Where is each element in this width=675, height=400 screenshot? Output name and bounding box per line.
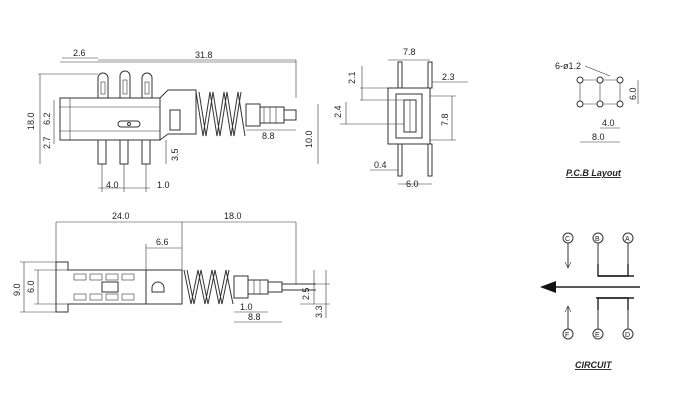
- pcb-dim-8-0: 8.0: [592, 132, 605, 142]
- side-dim-9-0: 9.0: [12, 283, 22, 296]
- side-dim-6-6: 6.6: [156, 237, 169, 247]
- pcb-dim-4-0: 4.0: [602, 118, 615, 128]
- side-dim-2-5: 2.5: [301, 287, 311, 300]
- end-view: 7.8 2.1 2.3 2.4 7.8 0.4 6.0: [333, 47, 468, 189]
- dim-2-3: 2.3: [442, 72, 455, 82]
- side-dim-24-0: 24.0: [112, 211, 130, 221]
- dim-2-4: 2.4: [333, 105, 343, 118]
- dim-4-0-top: 4.0: [106, 180, 119, 190]
- dim-2-6: 2.6: [73, 48, 86, 58]
- side-dim-6-0: 6.0: [26, 280, 36, 293]
- dim-10-0: 10.0: [304, 130, 314, 148]
- dim-6-0-end: 6.0: [406, 179, 419, 189]
- side-dim-8-8: 8.8: [248, 312, 261, 322]
- dim-18-0: 18.0: [26, 112, 36, 130]
- dim-2-7: 2.7: [42, 136, 52, 149]
- pcb-layout-title: P.C.B Layout: [566, 168, 622, 178]
- terminal-b-label: B: [595, 236, 600, 243]
- terminal-c-label: C: [565, 236, 570, 243]
- dim-7-8-top: 7.8: [403, 47, 416, 57]
- side-dim-3-3: 3.3: [314, 305, 324, 318]
- side-dim-18-0: 18.0: [224, 211, 242, 221]
- terminal-a-label: A: [625, 236, 630, 243]
- circuit: C B A F E D CIRCUIT: [540, 232, 640, 370]
- side-view: 24.0 18.0 6.6 9.0 6.0 1.0 8.8 2.5 3.3: [12, 211, 330, 323]
- circuit-title: CIRCUIT: [575, 360, 613, 370]
- top-view: 2.6 31.8 18.0 6.2 2.7 3.5 4.0 1.0 8.8 10…: [26, 48, 319, 192]
- dim-0-4: 0.4: [374, 160, 387, 170]
- side-dim-1-0: 1.0: [240, 302, 253, 312]
- dim-31-8: 31.8: [195, 50, 213, 60]
- terminal-f-label: F: [565, 332, 569, 339]
- terminal-e-label: E: [595, 332, 600, 339]
- pcb-layout: 6-ø1.2 6.0 4.0 8.0 P.C.B Layout: [555, 61, 639, 178]
- terminal-d-label: D: [625, 332, 630, 339]
- dim-6-2: 6.2: [42, 112, 52, 125]
- dim-7-8-side: 7.8: [440, 113, 450, 126]
- dim-8-8-top: 8.8: [262, 131, 275, 141]
- pcb-hole-spec: 6-ø1.2: [555, 61, 581, 71]
- dim-1-0-top: 1.0: [157, 180, 170, 190]
- dim-3-5: 3.5: [170, 148, 180, 161]
- dim-2-1: 2.1: [347, 71, 357, 84]
- pcb-dim-6-0: 6.0: [628, 87, 638, 100]
